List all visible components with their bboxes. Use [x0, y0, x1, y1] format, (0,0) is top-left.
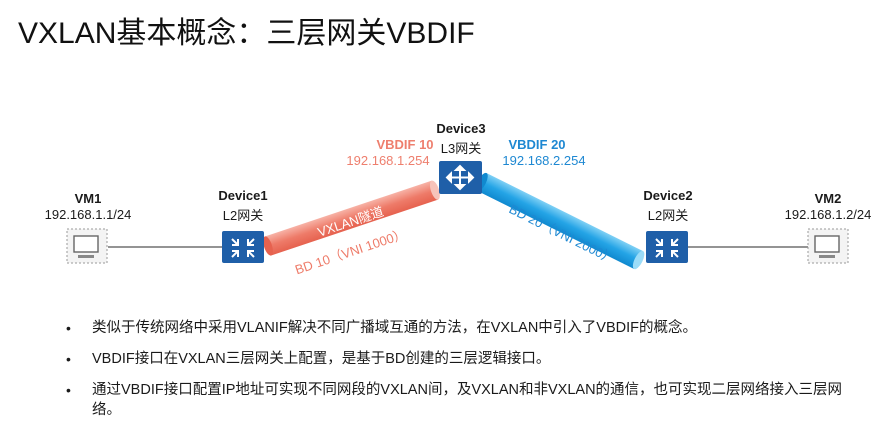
vbdif20-ip: 192.168.2.254	[502, 153, 586, 168]
bullet-item: • 通过VBDIF接口配置IP地址可实现不同网段的VXLAN间，及VXLAN和非…	[62, 380, 852, 420]
bullet-item: • 类似于传统网络中采用VLANIF解决不同广播域互通的方法，在VXLAN中引入…	[62, 318, 862, 338]
device1-switch-icon	[222, 231, 264, 263]
device2-role: L2网关	[647, 208, 689, 223]
vm2-ip: 192.168.1.2/24	[784, 207, 872, 222]
vxlan-tunnel-left	[263, 180, 440, 256]
vm1-ip: 192.168.1.1/24	[44, 207, 132, 222]
bullet-dot: •	[66, 382, 71, 398]
network-diagram: VXLAN隧道 BD 10（VNI 1000） VXLAN隧道 BD 20（VN…	[66, 161, 849, 277]
vbdif20-name: VBDIF 20	[508, 137, 566, 152]
device3-name: Device3	[436, 121, 486, 136]
page-title: VXLAN基本概念：三层网关VBDIF	[18, 17, 475, 50]
bullet-list: • 类似于传统网络中采用VLANIF解决不同广播域互通的方法，在VXLAN中引入…	[62, 318, 862, 431]
device3-router-icon	[439, 161, 482, 194]
vbdif10-ip: 192.168.1.254	[346, 153, 430, 168]
bullet-text: VBDIF接口在VXLAN三层网关上配置，是基于BD创建的三层逻辑接口。	[92, 351, 551, 367]
device1-role: L2网关	[222, 208, 264, 223]
device1-name: Device1	[218, 188, 268, 203]
vm1-icon	[66, 228, 108, 264]
bullet-text: 类似于传统网络中采用VLANIF解决不同广播域互通的方法，在VXLAN中引入了V…	[92, 320, 698, 336]
bullet-item: • VBDIF接口在VXLAN三层网关上配置，是基于BD创建的三层逻辑接口。	[62, 349, 862, 369]
device3-role: L3网关	[440, 141, 482, 156]
bullet-dot: •	[66, 351, 71, 367]
device2-switch-icon	[646, 231, 688, 263]
vxlan-tunnel-right	[476, 172, 645, 270]
bullet-text: 通过VBDIF接口配置IP地址可实现不同网段的VXLAN间，及VXLAN和非VX…	[92, 382, 843, 418]
vm2-icon	[807, 228, 849, 264]
vm1-name: VM1	[74, 191, 102, 206]
vbdif10-name: VBDIF 10	[376, 137, 434, 152]
bullet-dot: •	[66, 320, 71, 336]
vm2-name: VM2	[814, 191, 842, 206]
device2-name: Device2	[643, 188, 693, 203]
